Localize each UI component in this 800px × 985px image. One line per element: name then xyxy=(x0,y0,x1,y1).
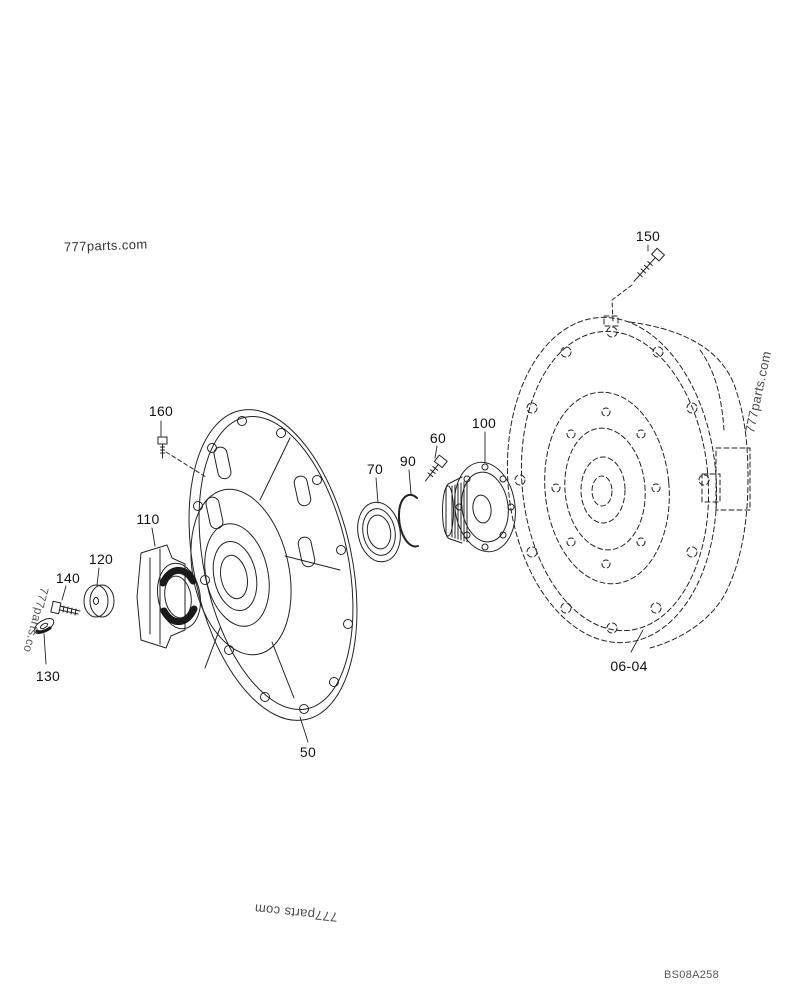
callout-160: 160 xyxy=(148,403,174,419)
callout-130: 130 xyxy=(35,668,61,684)
callout-120: 120 xyxy=(88,551,114,567)
carrier-110-drawing xyxy=(136,544,201,649)
plate-50-drawing xyxy=(188,409,358,721)
callout-70: 70 xyxy=(366,461,384,477)
shim-130-drawing xyxy=(33,618,55,634)
bolt-60-drawing xyxy=(424,454,448,482)
hub-100-drawing xyxy=(442,461,516,553)
callout-100: 100 xyxy=(471,415,497,431)
callout-110: 110 xyxy=(136,511,160,527)
callout-140: 140 xyxy=(55,570,81,586)
bolt-160-drawing xyxy=(157,436,207,478)
callout-60: 60 xyxy=(429,430,447,446)
leader-lines xyxy=(43,244,649,743)
cap-120-drawing xyxy=(83,584,115,618)
bearing-70-drawing xyxy=(357,501,401,563)
snap-ring-90-drawing xyxy=(397,493,419,548)
bolt-150-drawing xyxy=(611,247,665,322)
callout-90: 90 xyxy=(399,453,417,469)
callout-150: 150 xyxy=(635,228,661,244)
housing-0604-drawing xyxy=(506,315,751,649)
callout-06-04: 06-04 xyxy=(610,658,648,674)
callout-50: 50 xyxy=(299,744,317,760)
drawing-code: BS08A258 xyxy=(664,969,719,981)
bolt-140-drawing xyxy=(50,600,81,616)
watermark-top-left: 777parts.com xyxy=(63,236,148,255)
